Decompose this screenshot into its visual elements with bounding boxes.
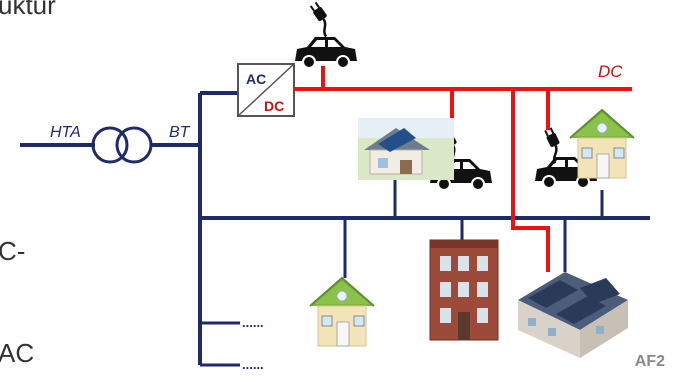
transformer-coil-1 [91, 126, 129, 164]
converter-diagonal [237, 63, 295, 117]
watermark-af2: AF2 [634, 353, 665, 370]
solar-home-image [358, 118, 454, 180]
dots-2: ...... [242, 357, 264, 372]
apartment-building [429, 239, 499, 341]
cropped-text-line-1: uktur [0, 0, 56, 20]
hta-label: HTA [50, 124, 81, 141]
pv-residential-block [518, 272, 628, 358]
transformer-coil-2 [115, 126, 153, 164]
dc-label: DC [598, 62, 623, 81]
cropped-text-line-3: AC [0, 338, 35, 368]
cropped-text-line-2: C- [0, 236, 26, 266]
plug-icon-top [305, 0, 338, 38]
ev-car-top [294, 36, 358, 69]
house-bottom [309, 277, 375, 347]
converter-ac-label: AC [246, 71, 266, 87]
dots-1: ...... [242, 315, 264, 330]
converter-dc-label: DC [264, 98, 284, 114]
dc-drop-pv-block [511, 89, 550, 272]
bt-label: BT [169, 124, 191, 141]
house-right [569, 109, 635, 179]
